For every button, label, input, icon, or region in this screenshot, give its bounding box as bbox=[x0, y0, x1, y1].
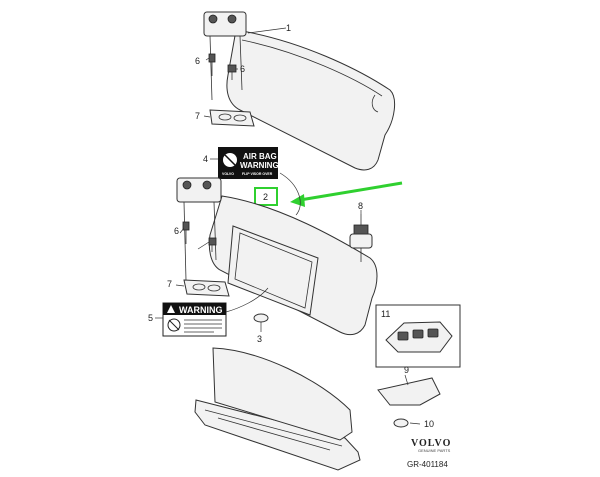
brand-logo-text: VOLVO bbox=[411, 438, 451, 449]
callout-2-highlight-box bbox=[254, 187, 278, 206]
upper-cover-plate bbox=[209, 109, 255, 127]
lower-screw-right bbox=[208, 237, 217, 252]
upper-hinge-mount bbox=[203, 11, 247, 101]
callout-6-upper-right: 6 bbox=[240, 64, 245, 74]
airbag-warning-label: AIR BAG WARNING FLIP VISOR OVER VOLVO bbox=[218, 147, 279, 179]
bulb bbox=[393, 418, 409, 428]
lower-sun-visor bbox=[208, 195, 378, 336]
callout-2: 2 bbox=[263, 192, 268, 202]
callout-8: 8 bbox=[358, 201, 363, 211]
vanity-mirror-assembly bbox=[194, 347, 361, 471]
cover-part bbox=[377, 377, 441, 406]
airbag-label-logo: VOLVO bbox=[222, 172, 234, 176]
brand-subtitle: GENUINE PARTS bbox=[418, 448, 451, 453]
lower-cover-plate bbox=[183, 279, 230, 297]
lower-screw-left bbox=[182, 221, 190, 244]
reference-number: GR-401184 bbox=[407, 460, 448, 469]
airbag-label-line2: WARNING bbox=[240, 161, 279, 170]
callout-5: 5 bbox=[148, 313, 153, 323]
callout-10: 10 bbox=[424, 419, 434, 429]
callout-7-upper: 7 bbox=[195, 111, 200, 121]
upper-screw-right bbox=[227, 64, 237, 80]
callout-1: 1 bbox=[286, 23, 291, 33]
airbag-label-small: FLIP VISOR OVER bbox=[242, 172, 273, 176]
lower-hinge-mount bbox=[176, 177, 222, 281]
callout-9: 9 bbox=[404, 365, 409, 375]
callout-6-lower-left: 6 bbox=[174, 226, 179, 236]
light-unit-inset bbox=[375, 304, 461, 368]
visor-bracket bbox=[349, 214, 373, 262]
callout-7-lower: 7 bbox=[167, 279, 172, 289]
warning-label-title: WARNING bbox=[179, 305, 223, 315]
small-clip bbox=[253, 313, 269, 332]
highlight-arrow bbox=[290, 181, 403, 207]
upper-sun-visor bbox=[226, 29, 396, 171]
airbag-label-line1: AIR BAG bbox=[243, 152, 277, 161]
callout-11: 11 bbox=[381, 309, 390, 319]
upper-screw-left bbox=[208, 53, 216, 76]
callout-4: 4 bbox=[203, 154, 208, 164]
callout-6-upper-left: 6 bbox=[195, 56, 200, 66]
callout-3: 3 bbox=[257, 334, 262, 344]
warning-label: WARNING bbox=[162, 302, 227, 337]
